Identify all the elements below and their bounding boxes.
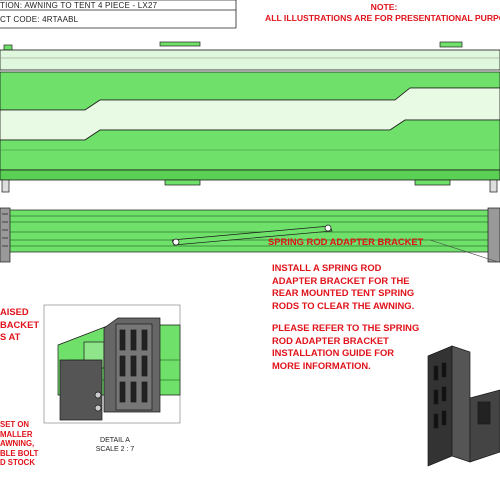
note-heading: NOTE:	[370, 2, 398, 12]
left-callout-line-1: AISED	[0, 306, 29, 317]
awning-side-view	[0, 207, 500, 263]
instruction-line-7: INSTALLATION GUIDE FOR	[272, 347, 395, 359]
left-callout-line-3: S AT	[0, 331, 21, 343]
instruction-line-8: MORE INFORMATION.	[272, 359, 371, 371]
bottom-left-callout-line-2: MALLER	[0, 429, 33, 439]
note-block: NOTE: ALL ILLUSTRATIONS ARE FOR PRESENTA…	[265, 2, 500, 24]
instructions-block-1: INSTALL A SPRING ROD ADAPTER BRACKET FOR…	[272, 262, 414, 312]
note-text: ALL ILLUSTRATIONS ARE FOR PRESENTATIONAL…	[265, 13, 500, 23]
instruction-line-2: ADAPTER BRACKET FOR THE	[272, 274, 410, 286]
instruction-line-5: PLEASE REFER TO THE SPRING	[272, 322, 420, 333]
spring-rod-adapter-bracket-illustration	[427, 345, 500, 467]
instructions-block-2: PLEASE REFER TO THE SPRING ROD ADAPTER B…	[272, 322, 419, 372]
instruction-line-6: ROD ADAPTER BRACKET	[272, 334, 389, 346]
instruction-line-1: INSTALL A SPRING ROD	[272, 262, 382, 273]
detail-name: DETAIL A	[100, 437, 130, 444]
awning-brackets	[1, 179, 498, 193]
title-product-code: CT CODE: 4RTAABL	[0, 15, 79, 24]
instruction-line-3: REAR MOUNTED TENT SPRING	[272, 287, 415, 299]
instruction-line-4: RODS TO CLEAR THE AWNING.	[272, 299, 415, 311]
title-description: TION: AWNING TO TENT 4 PIECE - LX27	[0, 0, 158, 10]
left-callout-line-2: BACKET	[0, 318, 40, 330]
bottom-left-callout-line-4: BLE BOLT	[0, 448, 39, 458]
detail-a-drawing	[57, 317, 181, 421]
title-block-frame	[0, 0, 237, 29]
bottom-left-callout-line-5: D STOCK	[0, 458, 35, 468]
left-callout: AISED BACKET S AT	[0, 306, 39, 344]
bottom-left-callout-line-1: SET ON	[0, 420, 30, 429]
detail-caption: DETAIL A SCALE 2 : 7	[80, 436, 150, 454]
bracket-label: SPRING ROD ADAPTER BRACKET	[268, 236, 424, 247]
bottom-left-callout-line-3: AWNING,	[0, 439, 35, 449]
top-fittings	[3, 41, 463, 51]
awning-top-view	[0, 49, 500, 181]
detail-scale: SCALE 2 : 7	[95, 446, 135, 453]
bottom-left-callout: SET ON MALLER AWNING, BLE BOLT D STOCK	[0, 420, 38, 468]
